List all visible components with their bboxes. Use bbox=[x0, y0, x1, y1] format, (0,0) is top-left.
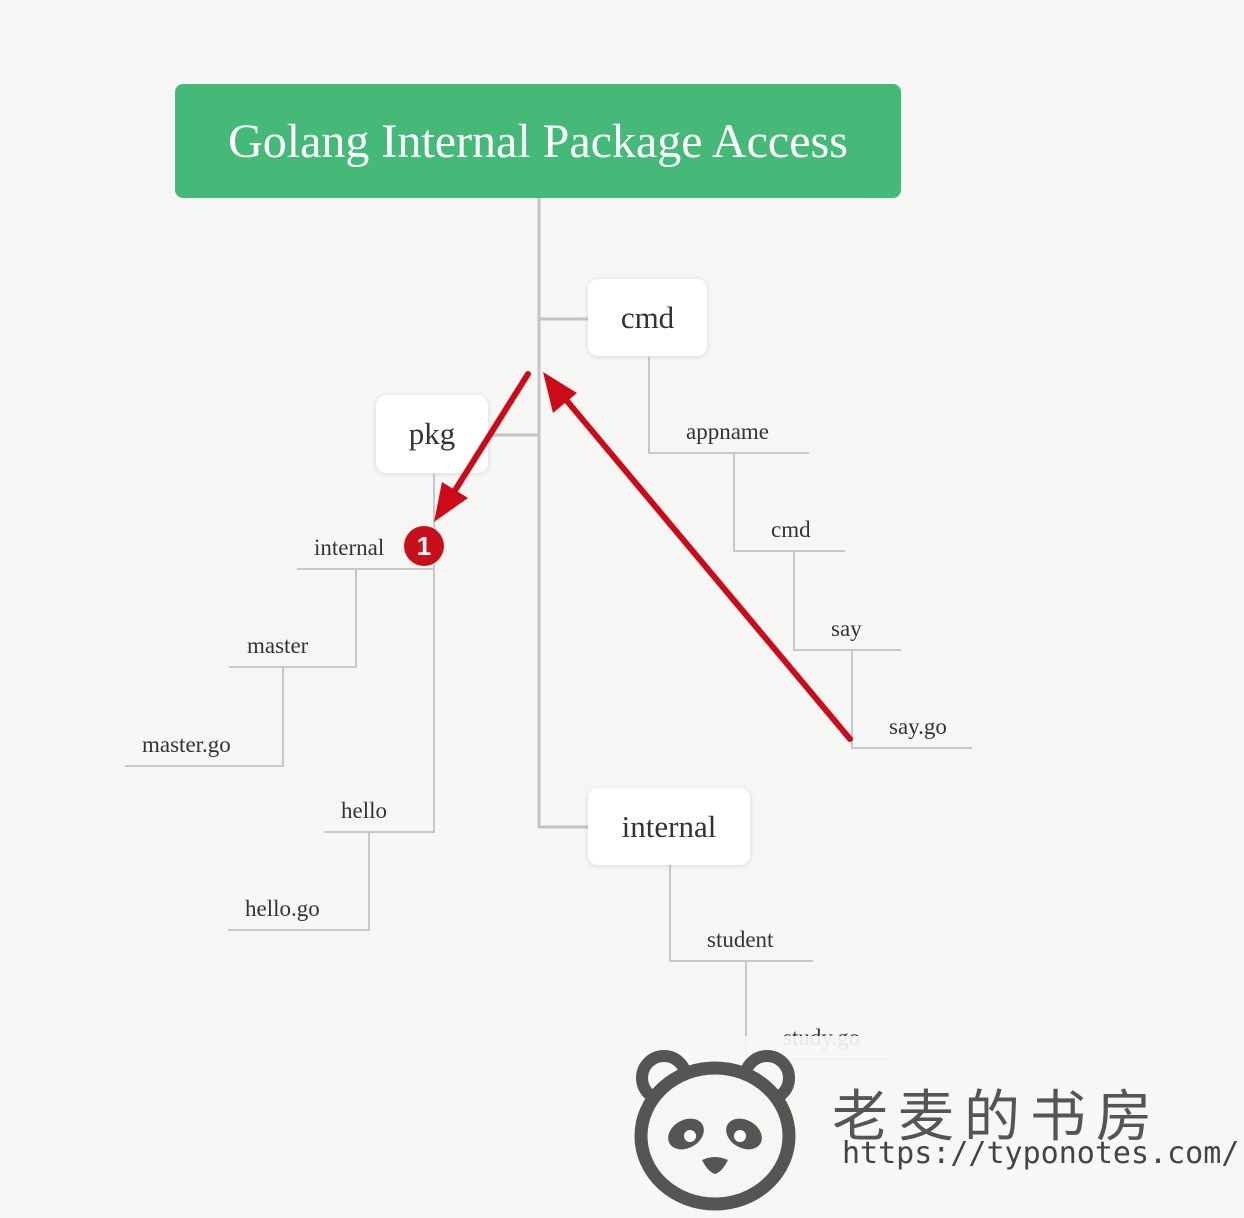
root-node-title: Golang Internal Package Access bbox=[175, 84, 901, 198]
node-internal[interactable]: internal bbox=[588, 788, 750, 865]
node-say-go[interactable]: say.go bbox=[889, 714, 947, 739]
watermark-url: https://typonotes.com/ bbox=[842, 1136, 1240, 1171]
node-hello[interactable]: hello bbox=[341, 798, 387, 823]
node-master-go[interactable]: master.go bbox=[142, 732, 231, 757]
node-hello-go[interactable]: hello.go bbox=[245, 896, 320, 921]
node-say[interactable]: say bbox=[831, 616, 862, 641]
arrowhead-pkg-internal bbox=[434, 482, 468, 522]
node-appname[interactable]: appname bbox=[686, 419, 770, 444]
node-appname-cmd[interactable]: cmd bbox=[771, 517, 811, 542]
node-student[interactable]: student bbox=[707, 927, 774, 952]
arrow-to-pkg-internal bbox=[451, 371, 531, 495]
arrowhead-trunk bbox=[543, 372, 577, 413]
node-pkg[interactable]: pkg bbox=[376, 395, 488, 473]
annotation-badge-1: 1 bbox=[404, 526, 444, 566]
watermark-title: 老麦的书房 bbox=[832, 1085, 1162, 1150]
node-master[interactable]: master bbox=[247, 633, 309, 658]
node-pkg-internal[interactable]: internal bbox=[314, 535, 385, 560]
node-cmd[interactable]: cmd bbox=[588, 279, 707, 356]
arrow-from-say-go bbox=[559, 392, 853, 742]
